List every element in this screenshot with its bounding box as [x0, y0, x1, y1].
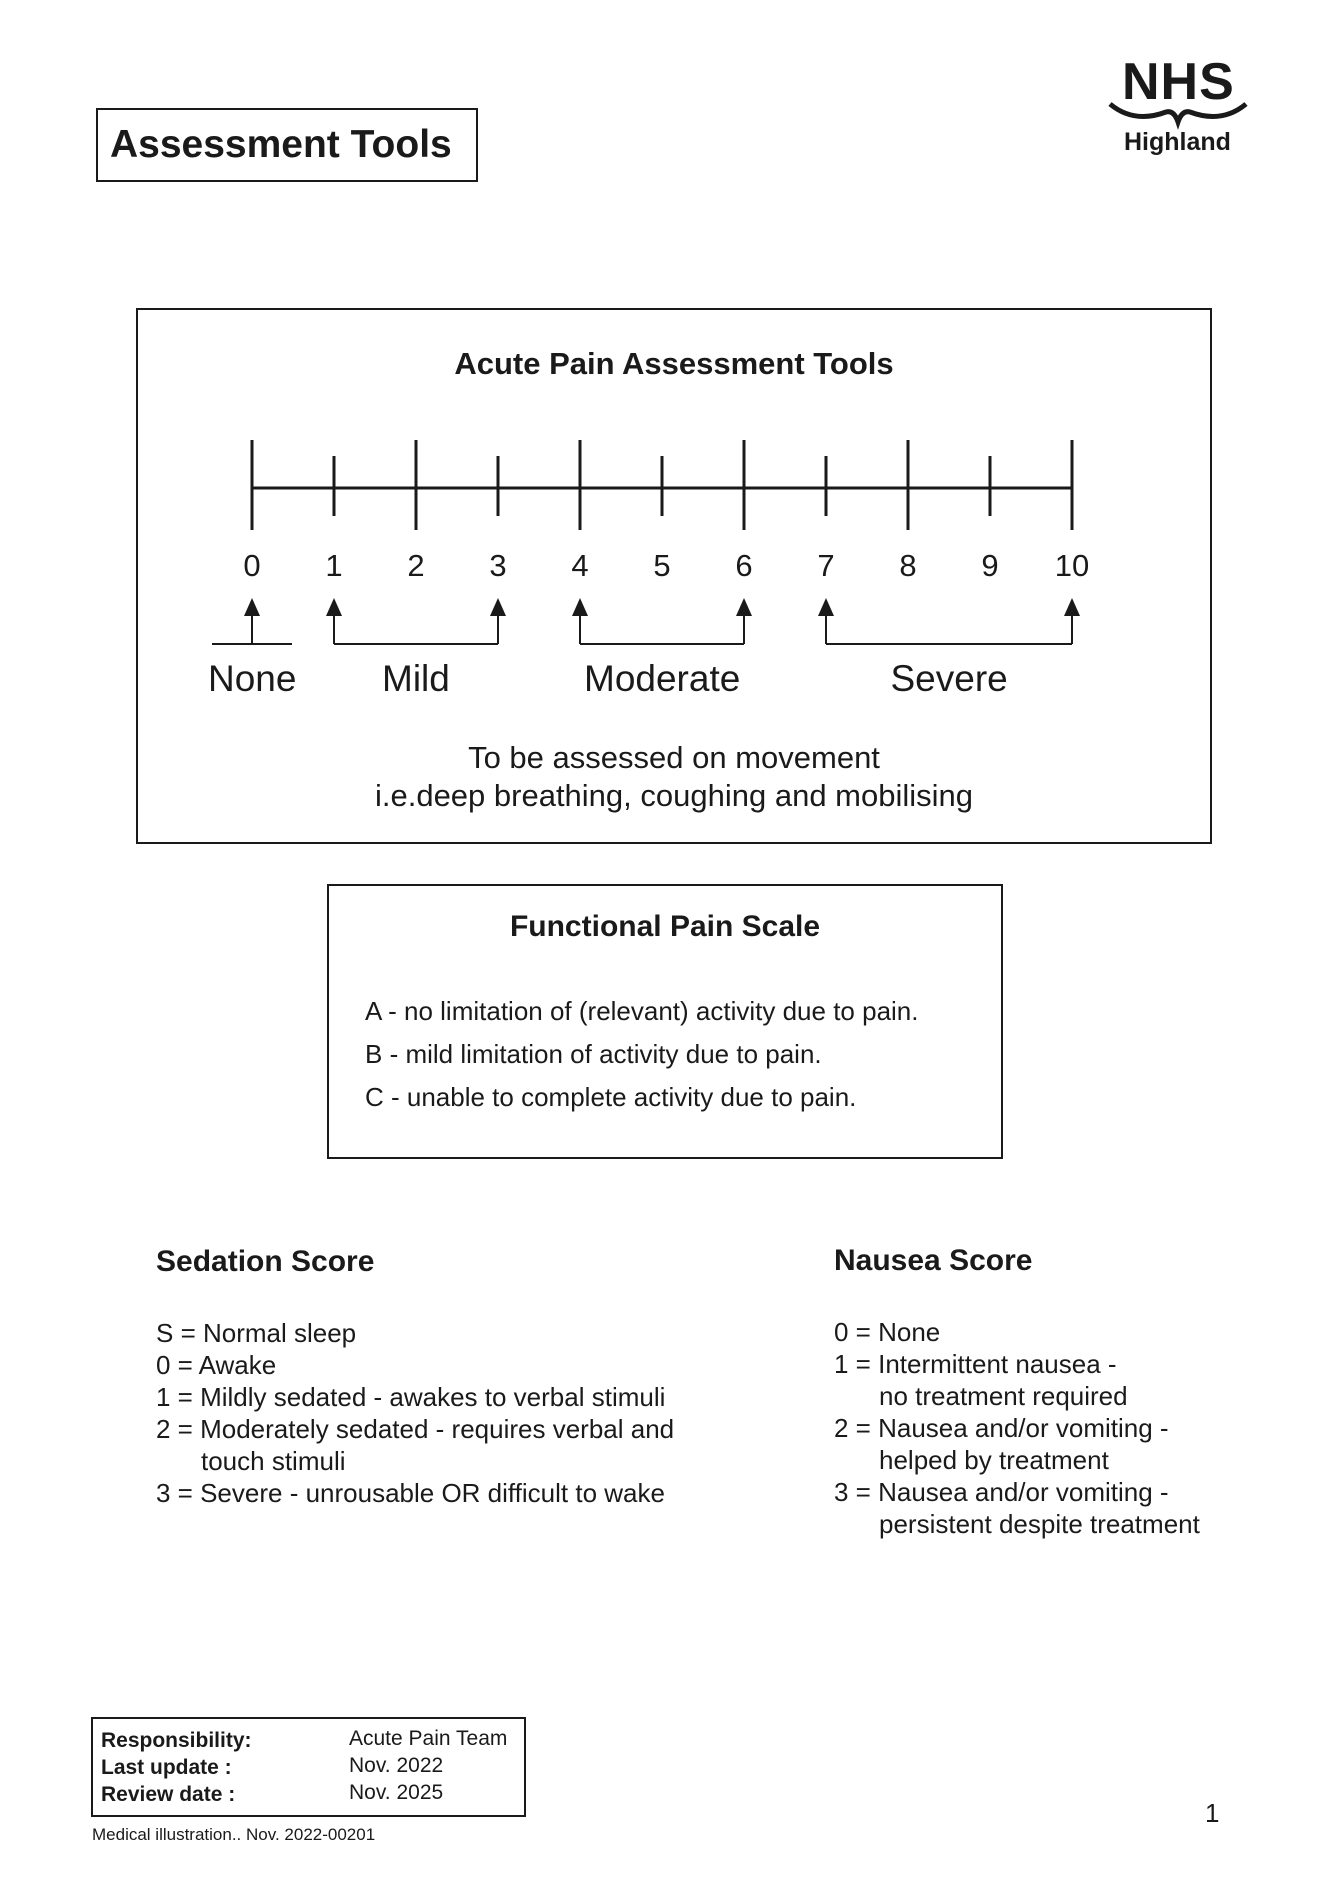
nhs-highland-logo: NHS Highland [1104, 52, 1254, 162]
movement-instruction: To be assessed on movement [468, 740, 880, 775]
functional-item-c: C - unable to complete activity due to p… [365, 1082, 857, 1112]
pain-scale-tick-label: 5 [653, 548, 671, 583]
review-date-value: Nov. 2025 [349, 1781, 444, 1804]
last-update-label: Last update : [101, 1756, 232, 1779]
nausea-line: helped by treatment [879, 1445, 1109, 1475]
pain-scale-tick-label: 10 [1054, 548, 1090, 583]
acute-pain-panel: Acute Pain Assessment Tools 0 1 2 3 4 5 6 7 8 9 10… [136, 308, 1212, 844]
pain-scale-tick-label: 4 [571, 548, 589, 583]
pain-scale-tick-label: 9 [981, 548, 999, 583]
pain-category-label: None [208, 658, 297, 699]
arrow-up-icon [736, 598, 752, 616]
sedation-section: Sedation Score S = Normal sleep 0 = Awak… [156, 1245, 674, 1509]
nausea-line: 0 = None [834, 1317, 941, 1347]
sedation-line: S = Normal sleep [156, 1318, 357, 1348]
logo-nhs-text: NHS [1122, 53, 1235, 111]
functional-pain-panel: Functional Pain Scale A - no limitation … [327, 884, 1003, 1159]
pain-scale-tick-label: 0 [243, 548, 261, 583]
arrow-up-icon [1064, 598, 1080, 616]
arrow-up-icon [818, 598, 834, 616]
sedation-line: 1 = Mildly sedated - awakes to verbal st… [156, 1382, 666, 1412]
pain-scale-tick-label: 3 [489, 548, 507, 583]
pain-category-label: Mild [382, 658, 450, 699]
pain-scale-tick-label: 7 [817, 548, 835, 583]
review-date-label: Review date : [101, 1783, 236, 1806]
responsibility-label: Responsibility: [101, 1729, 252, 1752]
arrow-up-icon [244, 598, 260, 616]
pain-scale-tick-label: 1 [325, 548, 343, 583]
nausea-line: 1 = Intermittent nausea - [834, 1349, 1117, 1379]
functional-item-b: B - mild limitation of activity due to p… [365, 1039, 822, 1069]
illustration-caption: Medical illustration.. Nov. 2022-00201 [92, 1825, 376, 1844]
arrow-up-icon [326, 598, 342, 616]
nausea-line: no treatment required [879, 1381, 1128, 1411]
sedation-line: 3 = Severe - unrousable OR difficult to … [156, 1478, 665, 1508]
nausea-title: Nausea Score [834, 1244, 1033, 1277]
sedation-line: 2 = Moderately sedated - requires verbal… [156, 1414, 675, 1444]
page-number: 1 [1205, 1798, 1220, 1828]
responsibility-value: Acute Pain Team [349, 1727, 508, 1750]
pain-scale-tick-label: 6 [735, 548, 753, 583]
page-title: Assessment Tools [96, 108, 478, 182]
pain-scale-tick-label: 2 [407, 548, 425, 583]
pain-scale-graphic [212, 440, 1080, 645]
arrow-up-icon [490, 598, 506, 616]
nausea-section: Nausea Score 0 = None 1 = Intermittent n… [834, 1244, 1200, 1540]
nausea-line: persistent despite treatment [879, 1509, 1200, 1539]
document-info-box: Responsibility: Acute Pain Team Last upd… [91, 1717, 526, 1817]
pain-category-label: Moderate [584, 658, 741, 699]
logo-highland-text: Highland [1124, 128, 1231, 156]
pain-scale-tick-label: 8 [899, 548, 917, 583]
functional-pain-title: Functional Pain Scale [509, 910, 821, 943]
logo-wave-icon [1108, 102, 1248, 130]
nausea-line: 2 = Nausea and/or vomiting - [834, 1413, 1169, 1443]
last-update-value: Nov. 2022 [349, 1754, 444, 1777]
pain-category-label: Severe [890, 658, 1008, 699]
nausea-line: 3 = Nausea and/or vomiting - [834, 1477, 1169, 1507]
arrow-up-icon [572, 598, 588, 616]
functional-item-a: A - no limitation of (relevant) activity… [365, 996, 919, 1026]
sedation-line: touch stimuli [201, 1446, 346, 1476]
sedation-line: 0 = Awake [156, 1350, 277, 1380]
sedation-title: Sedation Score [156, 1245, 375, 1278]
movement-examples: i.e.deep breathing, coughing and mobilis… [374, 778, 974, 813]
acute-pain-title: Acute Pain Assessment Tools [454, 346, 894, 381]
